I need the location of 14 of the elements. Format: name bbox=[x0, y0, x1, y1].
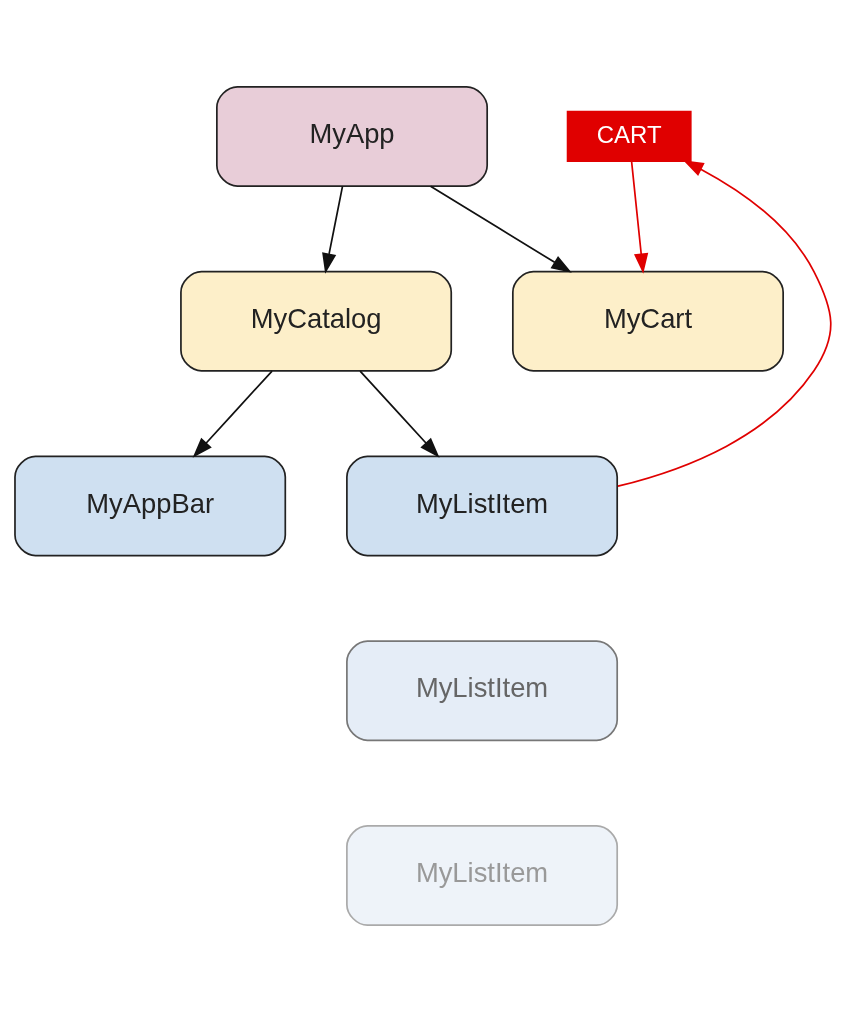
arrow bbox=[192, 370, 273, 458]
node-box: MyCart bbox=[512, 270, 784, 372]
node-box: MyListItem bbox=[346, 455, 619, 557]
node-box: MyAppBar bbox=[14, 455, 287, 557]
arrow bbox=[617, 160, 832, 487]
node-box: MyApp bbox=[216, 86, 489, 187]
arrow bbox=[429, 185, 572, 273]
node-box: MyListItem bbox=[346, 825, 619, 926]
arrow bbox=[630, 161, 649, 274]
arrow bbox=[359, 370, 440, 458]
node-box: MyCatalog bbox=[180, 270, 453, 372]
arrow bbox=[322, 185, 344, 274]
node-box: MyListItem bbox=[346, 640, 619, 742]
node-box: CART bbox=[566, 110, 692, 163]
